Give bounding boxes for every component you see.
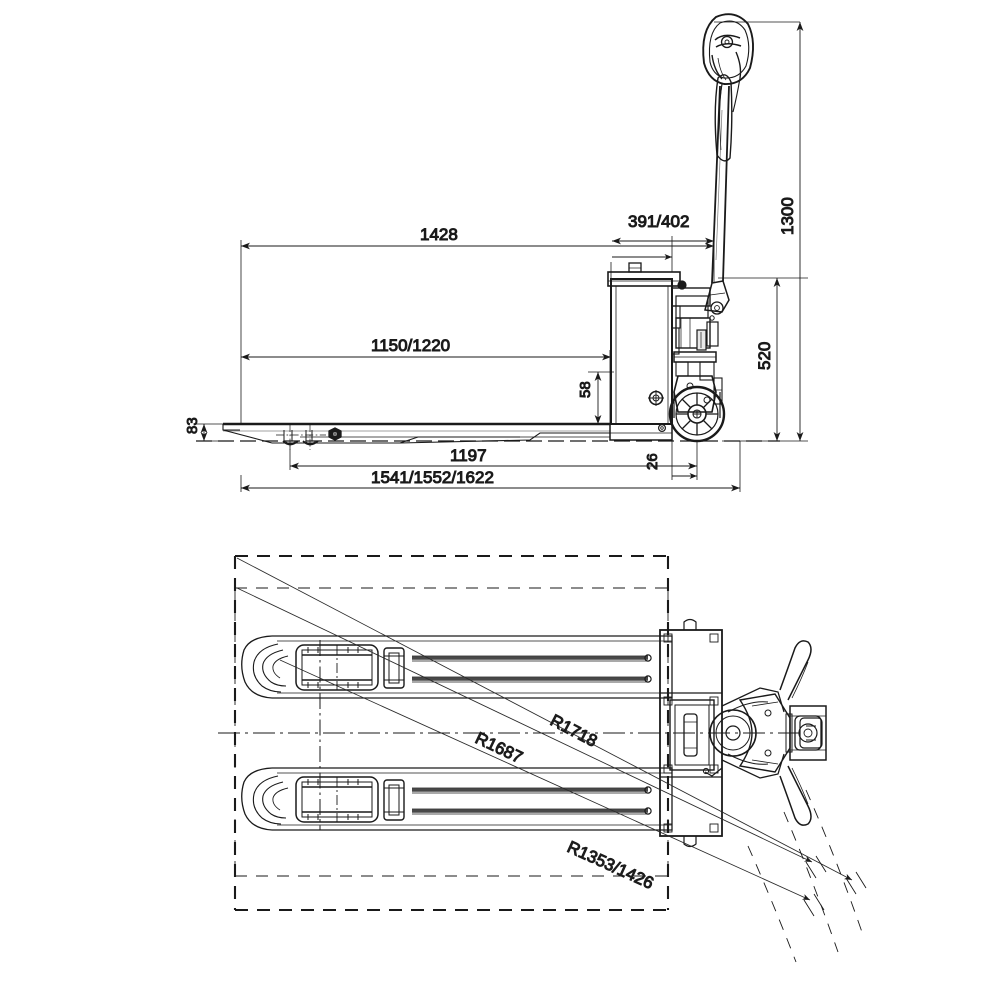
tiller-grips-plan xyxy=(779,640,823,826)
dimension-1428: 1428 xyxy=(241,225,714,250)
load-wheel-lower xyxy=(295,776,379,823)
tiller-head xyxy=(702,13,754,113)
fork-rails-upper xyxy=(412,654,652,683)
dimension-1150-1220: 1150/1220 xyxy=(241,336,611,361)
dimension-1197: 1197 xyxy=(290,446,697,470)
dimension-520-label: 520 xyxy=(755,342,774,370)
fork-guide-lower xyxy=(383,779,405,821)
dimension-26: 26 xyxy=(644,453,697,479)
dimension-520: 520 xyxy=(755,278,781,441)
drive-unit-plan xyxy=(702,640,827,826)
fork-lower xyxy=(241,767,673,831)
load-wheel-upper xyxy=(295,644,379,691)
dimension-391-label: 391/402 xyxy=(628,212,689,231)
swing-arc-dashed xyxy=(747,789,865,963)
dimension-58: 58 xyxy=(577,372,602,424)
dimension-1300-label: 1300 xyxy=(778,197,797,235)
dimension-391-402: 391/402 xyxy=(612,212,714,260)
dimension-26-label: 26 xyxy=(644,453,661,470)
drive-power-unit xyxy=(671,280,724,413)
extension-lines xyxy=(196,21,808,492)
dimension-1541-label: 1541/1552/1622 xyxy=(371,468,494,487)
dimension-1300: 1300 xyxy=(778,22,804,441)
dimension-1197-label: 1197 xyxy=(450,446,487,465)
roller-pivot-bolt xyxy=(328,427,342,441)
dimension-1541: 1541/1552/1622 xyxy=(241,468,740,492)
chassis-plan xyxy=(659,618,723,848)
battery-access-port xyxy=(648,390,664,406)
dimension-1428-label: 1428 xyxy=(420,225,458,244)
turning-radius-lines xyxy=(236,557,853,901)
battery-panel-plan xyxy=(669,699,715,771)
load-roller-assembly xyxy=(276,424,342,450)
turning-arc-ticks xyxy=(803,855,867,917)
dimension-83: 83 xyxy=(184,417,208,441)
dimension-83-label: 83 xyxy=(184,417,201,434)
fork-upper xyxy=(241,635,673,699)
dimension-58-label: 58 xyxy=(577,381,594,398)
drive-wheel xyxy=(668,385,726,443)
side-elevation-group xyxy=(196,13,780,450)
side-view-dimensions: 1428 1150/1220 1197 1541/1552/1622 391/4… xyxy=(184,21,808,492)
dimension-1150-label: 1150/1220 xyxy=(371,336,450,355)
